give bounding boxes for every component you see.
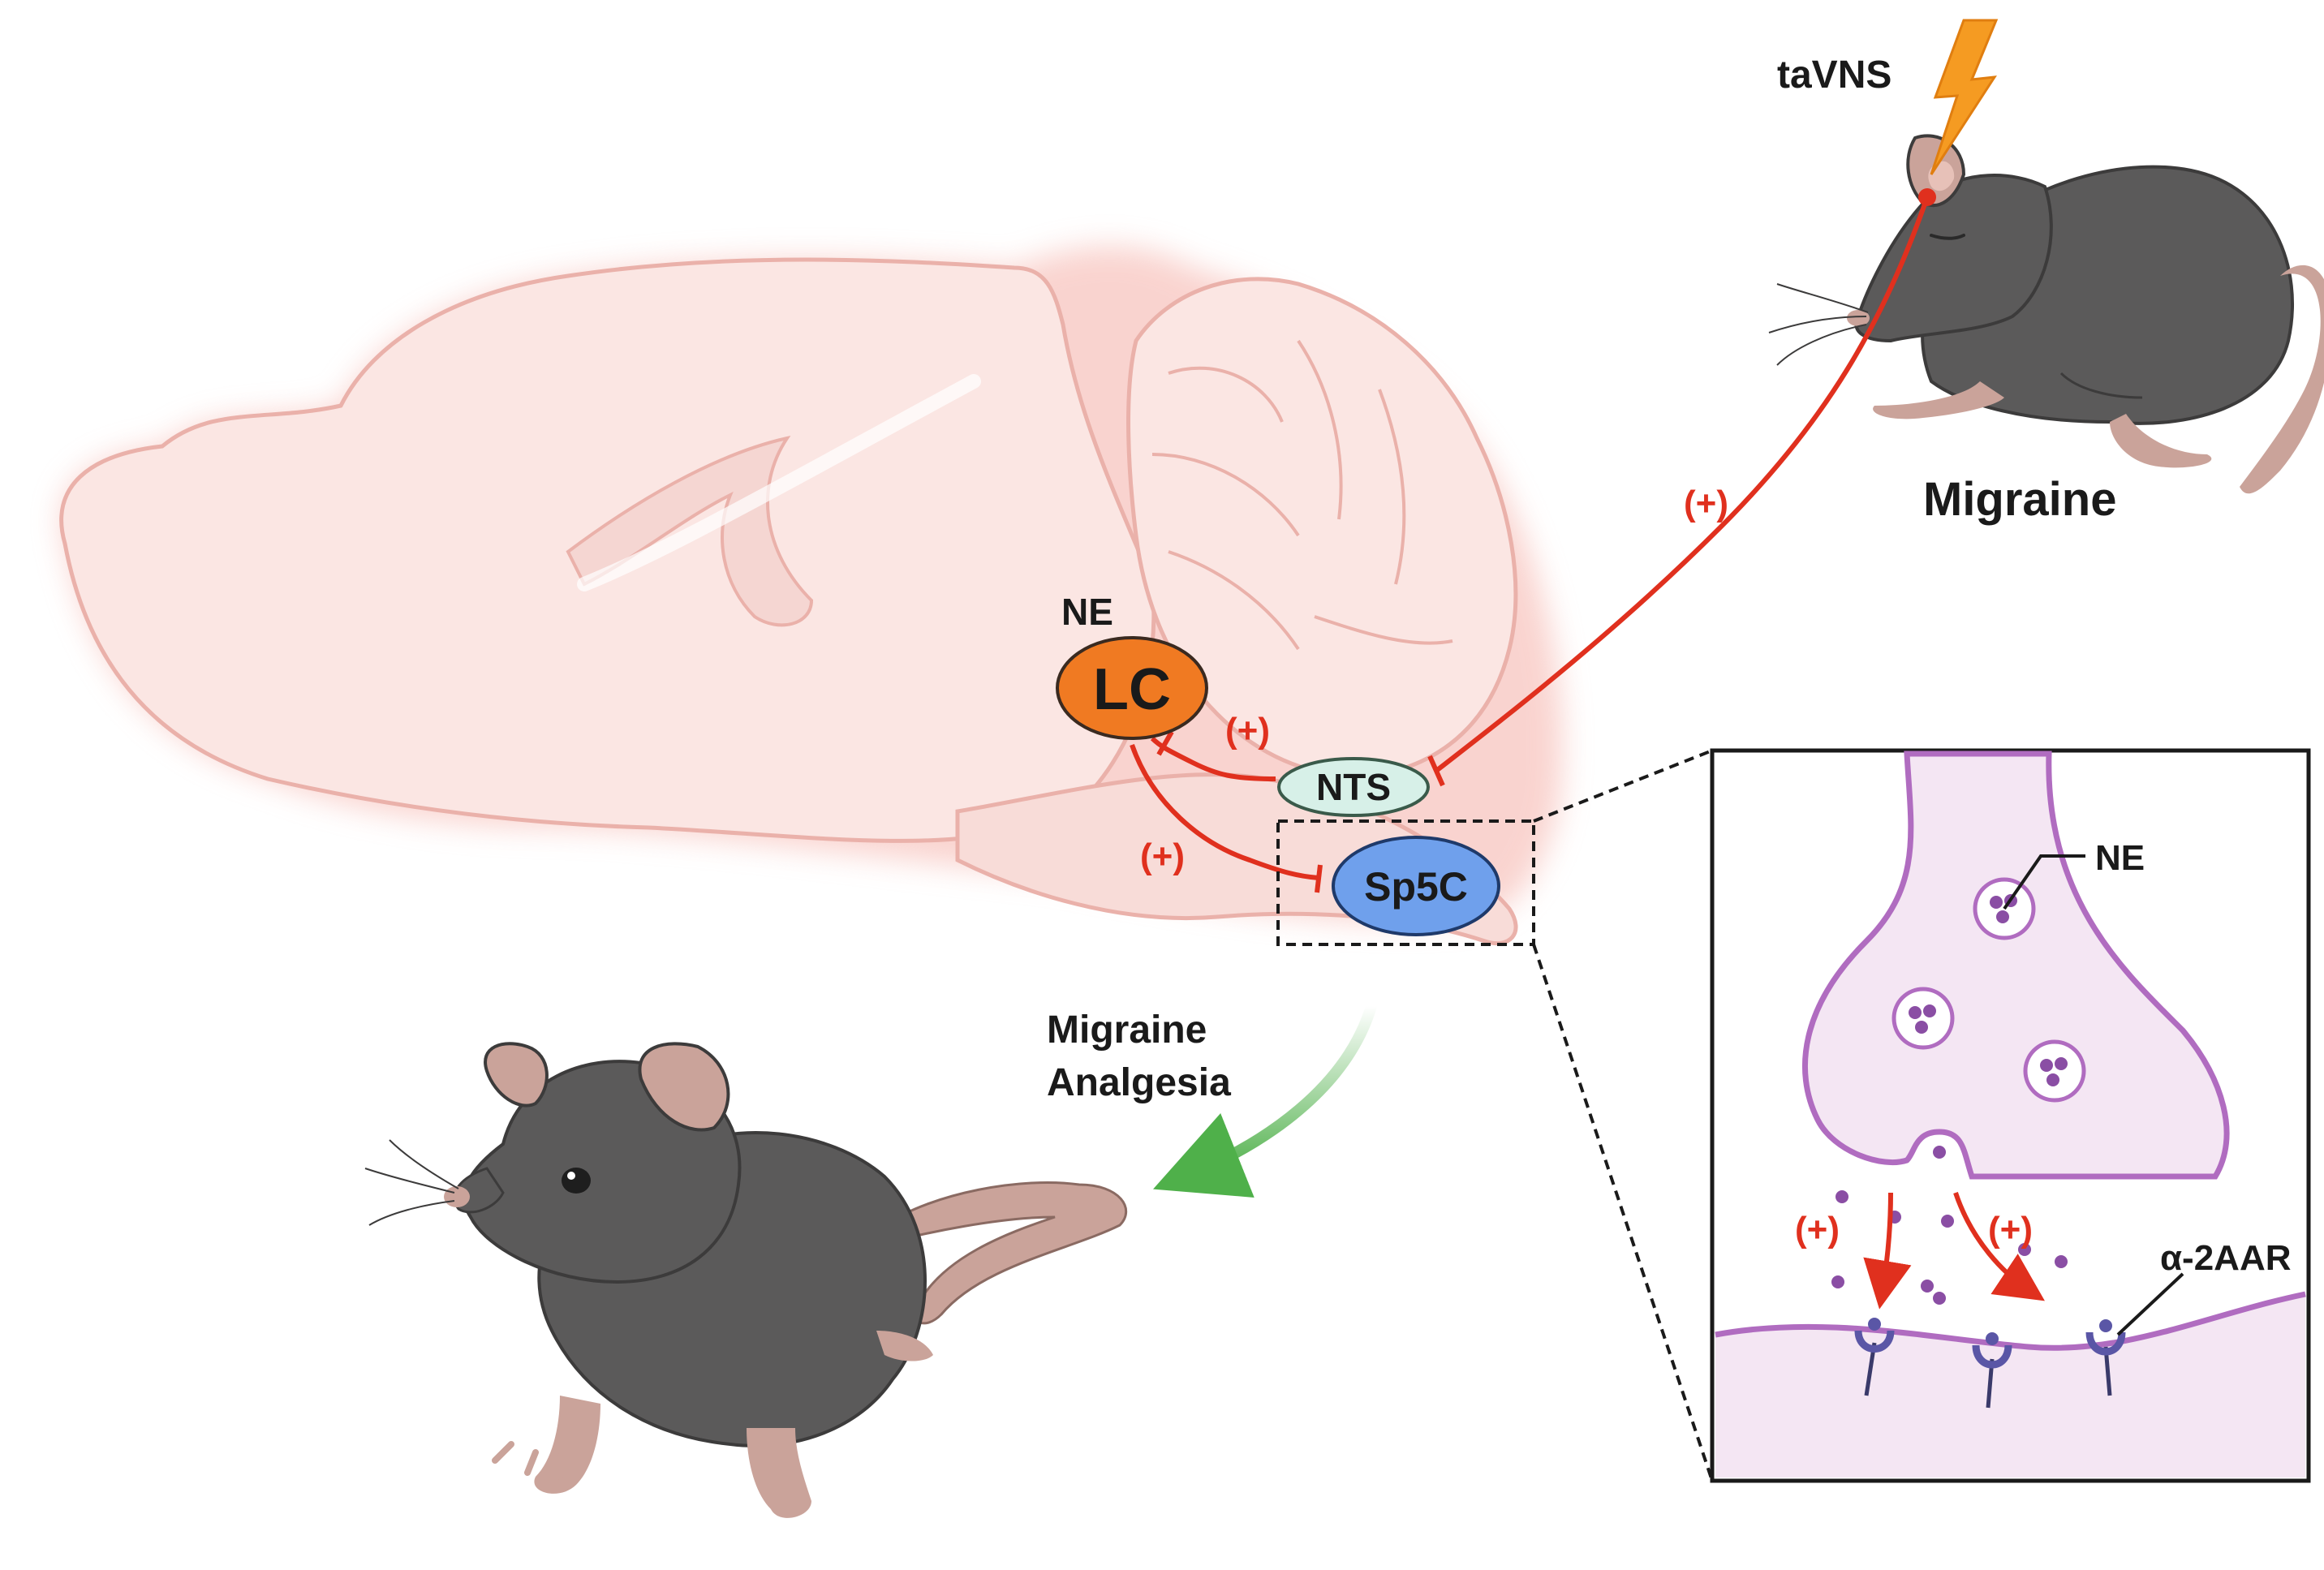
sp5c-inhibit-tip [1315,864,1323,893]
presynaptic-terminal [1802,751,2230,1180]
cerebellum [1126,277,1518,778]
lc-inhibit-tip [1156,730,1174,756]
vesicle [2023,1039,2086,1103]
ne-inset-label: NE [2095,838,2145,878]
sp5c-nucleus [1332,836,1500,936]
brain-highlight [577,374,981,591]
ne-molecules [1831,1146,2068,1305]
sp5c-label: Sp5C [1364,864,1468,910]
nts-inhibit-tip [1427,755,1445,787]
ventricle [566,435,814,627]
tavns-label: taVNS [1777,54,1891,97]
mouse-crouching-icon [1768,134,2324,494]
zoom-region-box [1276,819,1535,946]
brain-illustration [59,246,1563,946]
plus-label-release-left: (+) [1795,1210,1840,1250]
vesicle [1891,987,1955,1050]
analgesia-label-line1: Migraine [1047,1009,1207,1052]
lightning-bolt-icon [1930,19,1999,175]
receptor-icon [1972,1332,2012,1409]
vagal-afferent-line [1435,196,1930,773]
synapse-inset [1710,748,2311,1483]
stimulation-site [1918,188,1936,206]
pathway-lines [1130,188,1936,893]
plus-label-vagal: (+) [1684,484,1728,523]
lc-nucleus [1056,636,1208,740]
zoom-guide-bottom [1532,944,1714,1482]
plus-label-nts-lc: (+) [1225,711,1270,751]
analgesia-label-line2: Analgesia [1047,1061,1231,1104]
postsynaptic-membrane [1715,1291,2306,1351]
cerebellar-folia [1151,339,1453,651]
plus-label-release-right: (+) [1988,1210,2033,1250]
release-arrow [1863,1192,1912,1310]
analgesia-arrow [1153,1000,1377,1198]
plus-label-lc-sp5c: (+) [1140,837,1185,876]
receptor-label: α-2AAR [2160,1238,2292,1278]
receptor-callout-line [2116,1272,2184,1336]
ne-callout-line [2003,854,2085,910]
receptor-icon [1854,1318,1895,1396]
mouse-standing-icon [364,1042,1128,1518]
receptor-icon [2085,1319,2126,1396]
lc-to-sp5c-line [1130,744,1319,880]
release-arrow [1953,1192,2045,1301]
ne-label-top: NE [1061,591,1113,633]
migraine-label: Migraine [1923,473,2117,526]
nts-label: NTS [1316,766,1391,808]
nts-nucleus [1277,757,1430,817]
lc-label: LC [1093,657,1171,722]
